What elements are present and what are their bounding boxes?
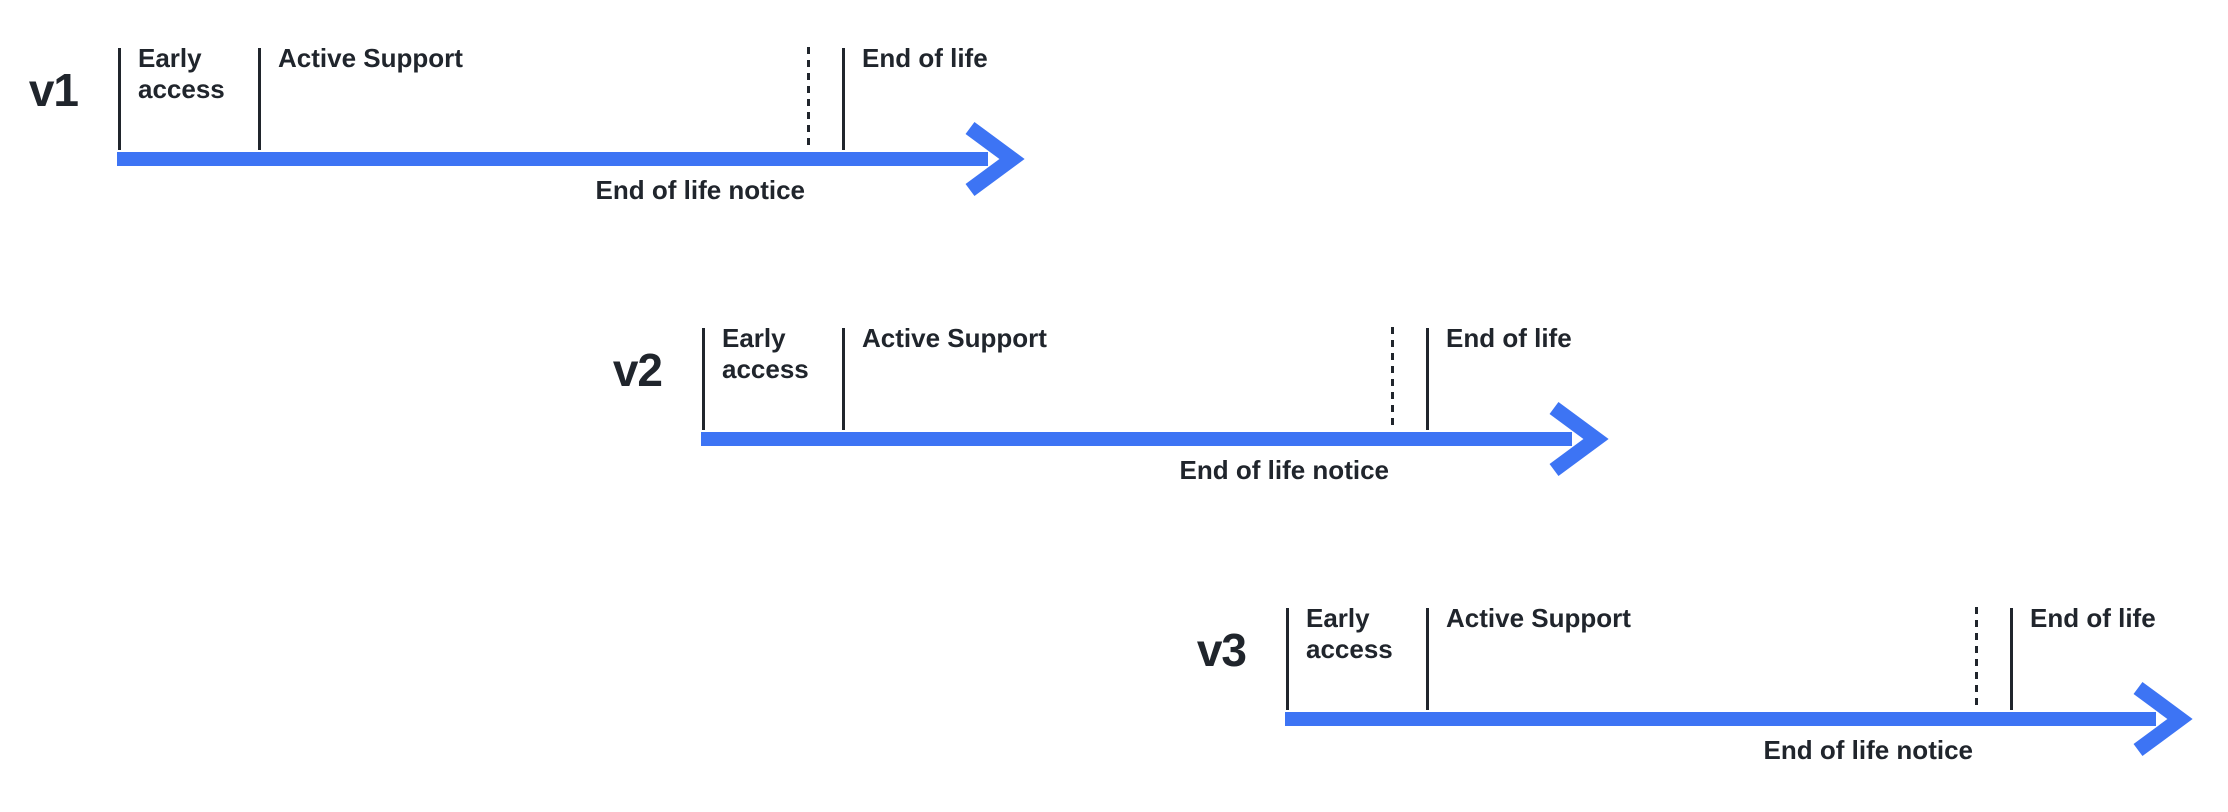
arrow-head-icon <box>2133 681 2193 757</box>
end-of-life-notice-label: End of life notice <box>595 175 805 205</box>
end-of-life-notice-tick <box>1975 607 1978 709</box>
version-label: v1 <box>28 64 79 116</box>
end-of-life-notice-label: End of life notice <box>1179 455 1389 485</box>
early-access-start-tick <box>1286 608 1289 710</box>
active-support-label: Active Support <box>1446 603 1631 633</box>
early-access-start-tick <box>118 48 121 150</box>
early-access-start-tick <box>702 328 705 430</box>
timeline-arrow <box>1285 681 2193 757</box>
version-label: v3 <box>1196 624 1247 676</box>
early-access-label: Early access <box>138 43 225 104</box>
timeline-arrow <box>701 401 1609 477</box>
active-support-start-tick <box>842 328 845 430</box>
arrow-head-icon <box>1549 401 1609 477</box>
timeline-v3: v3 Early access Active Support End of li… <box>1186 588 2228 812</box>
early-access-label: Early access <box>1306 603 1393 664</box>
early-access-label: Early access <box>722 323 809 384</box>
timeline-arrow <box>117 121 1025 197</box>
end-of-life-label: End of life <box>2030 603 2156 633</box>
end-of-life-label: End of life <box>1446 323 1572 353</box>
timeline-v2: v2 Early access Active Support End of li… <box>602 308 1722 558</box>
active-support-label: Active Support <box>862 323 1047 353</box>
active-support-label: Active Support <box>278 43 463 73</box>
end-of-life-notice-tick <box>807 47 810 149</box>
version-label: v2 <box>612 344 663 396</box>
end-of-life-notice-label: End of life notice <box>1763 735 1973 765</box>
active-support-start-tick <box>1426 608 1429 710</box>
end-of-life-tick <box>2010 608 2013 710</box>
timeline-v1: v1 Early access Active Support End of li… <box>18 28 1138 278</box>
end-of-life-notice-tick <box>1391 327 1394 429</box>
active-support-start-tick <box>258 48 261 150</box>
end-of-life-tick <box>842 48 845 150</box>
arrow-head-icon <box>965 121 1025 197</box>
end-of-life-label: End of life <box>862 43 988 73</box>
end-of-life-tick <box>1426 328 1429 430</box>
